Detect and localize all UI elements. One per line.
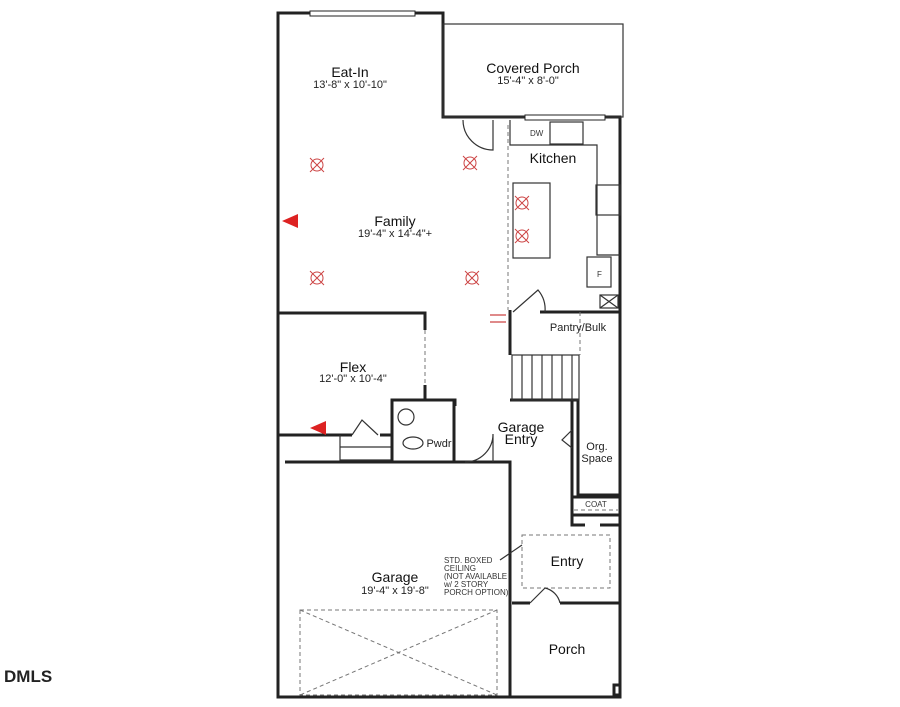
svg-text:PORCH OPTION): PORCH OPTION) xyxy=(444,588,509,597)
room-name: Entry xyxy=(551,553,584,569)
svg-text:STD. BOXED: STD. BOXED xyxy=(444,556,493,565)
flex-walls xyxy=(278,311,427,400)
room-name: Entry xyxy=(505,431,538,447)
door-swing xyxy=(462,119,494,151)
pantry-walls xyxy=(508,310,620,520)
room-name: Flex xyxy=(340,359,366,375)
room-name: Garage xyxy=(372,569,419,585)
sink xyxy=(549,121,584,145)
garage-door xyxy=(299,609,498,696)
stair-treads xyxy=(521,355,573,400)
powder-room xyxy=(390,398,456,464)
room-name: Kitchen xyxy=(530,150,577,166)
data-marker-icon xyxy=(282,214,298,228)
boxed-ceiling-note: STD. BOXED CEILING (NOT AVAILABLE w/ 2 S… xyxy=(443,556,509,597)
junction-boxes xyxy=(309,155,530,286)
flex-bottom-wall xyxy=(278,398,457,437)
room-dims: 13'-8" x 10'-10" xyxy=(313,79,387,91)
room-dims: 15'-4" x 8'-0" xyxy=(497,75,559,87)
electrical-marker-icon xyxy=(490,314,506,323)
dmls-logo: DMLS xyxy=(4,667,53,686)
room-name: Space xyxy=(581,453,612,465)
kitchen-island xyxy=(512,182,551,259)
hvac-box xyxy=(599,294,619,309)
room-dims: 12'-0" x 10'-4" xyxy=(319,373,387,385)
range xyxy=(595,184,621,216)
fridge xyxy=(586,256,612,288)
room-name: Eat-In xyxy=(331,64,368,80)
room-name: Pantry/Bulk xyxy=(550,322,607,334)
room-name: Garage xyxy=(498,419,545,435)
room-dims: 19'-4" x 14'-4"+ xyxy=(358,228,432,240)
room-name: Porch xyxy=(549,641,586,657)
window xyxy=(524,114,606,121)
room-name: Org. xyxy=(586,441,607,453)
data-marker-icon xyxy=(310,421,326,435)
boxed-ceiling xyxy=(521,534,611,589)
svg-text:w/ 2 STORY: w/ 2 STORY xyxy=(443,580,489,589)
fridge-label: F xyxy=(597,270,602,279)
kitchen-counter xyxy=(509,120,620,256)
room-name: Family xyxy=(374,213,415,229)
window xyxy=(309,10,416,17)
room-name: COAT xyxy=(585,500,607,509)
room-name: Pwdr xyxy=(426,438,451,450)
dishwasher-label: DW xyxy=(530,129,544,138)
room-dims: 19'-4" x 19'-8" xyxy=(361,585,429,597)
room-name: Covered Porch xyxy=(486,60,579,76)
svg-text:CEILING: CEILING xyxy=(444,564,476,573)
stairs xyxy=(511,354,580,401)
garage-walls xyxy=(285,460,512,697)
svg-text:(NOT AVAILABLE: (NOT AVAILABLE xyxy=(444,572,507,581)
